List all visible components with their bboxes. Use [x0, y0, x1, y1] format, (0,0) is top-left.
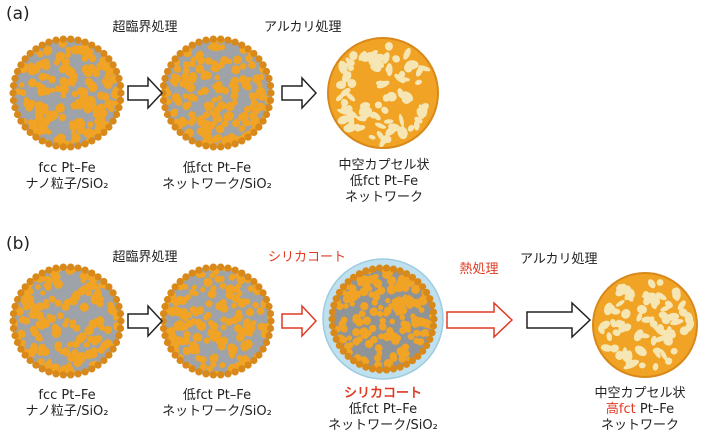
arrow-b4-alkali: [526, 301, 592, 339]
panel-a-label: (a): [6, 4, 30, 24]
arrow-a2: [281, 76, 318, 110]
step-b3-heat-treatment: 熱処理: [459, 262, 499, 277]
sphere-a3-hollow-capsule: [327, 37, 439, 149]
sphere-b3-silica-coated: [322, 258, 444, 380]
step-b2-silica-coat: シリカコート: [268, 250, 347, 265]
step-b1-supercritical: 超臨界処理: [112, 250, 178, 265]
sphere-b4-hollow-high-fct: [592, 272, 698, 378]
sphere-a1-fcc-nanoparticles: [9, 35, 125, 151]
stage-b4-label: 中空カプセル状 高fct Pt–Fe ネットワーク: [594, 386, 686, 433]
arrow-b1: [127, 304, 164, 338]
sphere-b1-fcc-nanoparticles: [9, 263, 125, 379]
sphere-a2-low-fct-network: [159, 35, 275, 151]
step-b4-alkali: アルカリ処理: [520, 252, 598, 267]
high-fct-highlight: 高fct: [605, 402, 636, 417]
sphere-b2-low-fct-network: [159, 263, 275, 379]
panel-b-label: (b): [6, 234, 31, 254]
step-a2-alkali: アルカリ処理: [264, 20, 342, 35]
arrow-b2-silica-coat: [281, 304, 318, 338]
arrow-b3-heat-treatment: [446, 301, 514, 339]
step-a1-supercritical: 超臨界処理: [112, 20, 178, 35]
arrow-a1: [127, 76, 164, 110]
